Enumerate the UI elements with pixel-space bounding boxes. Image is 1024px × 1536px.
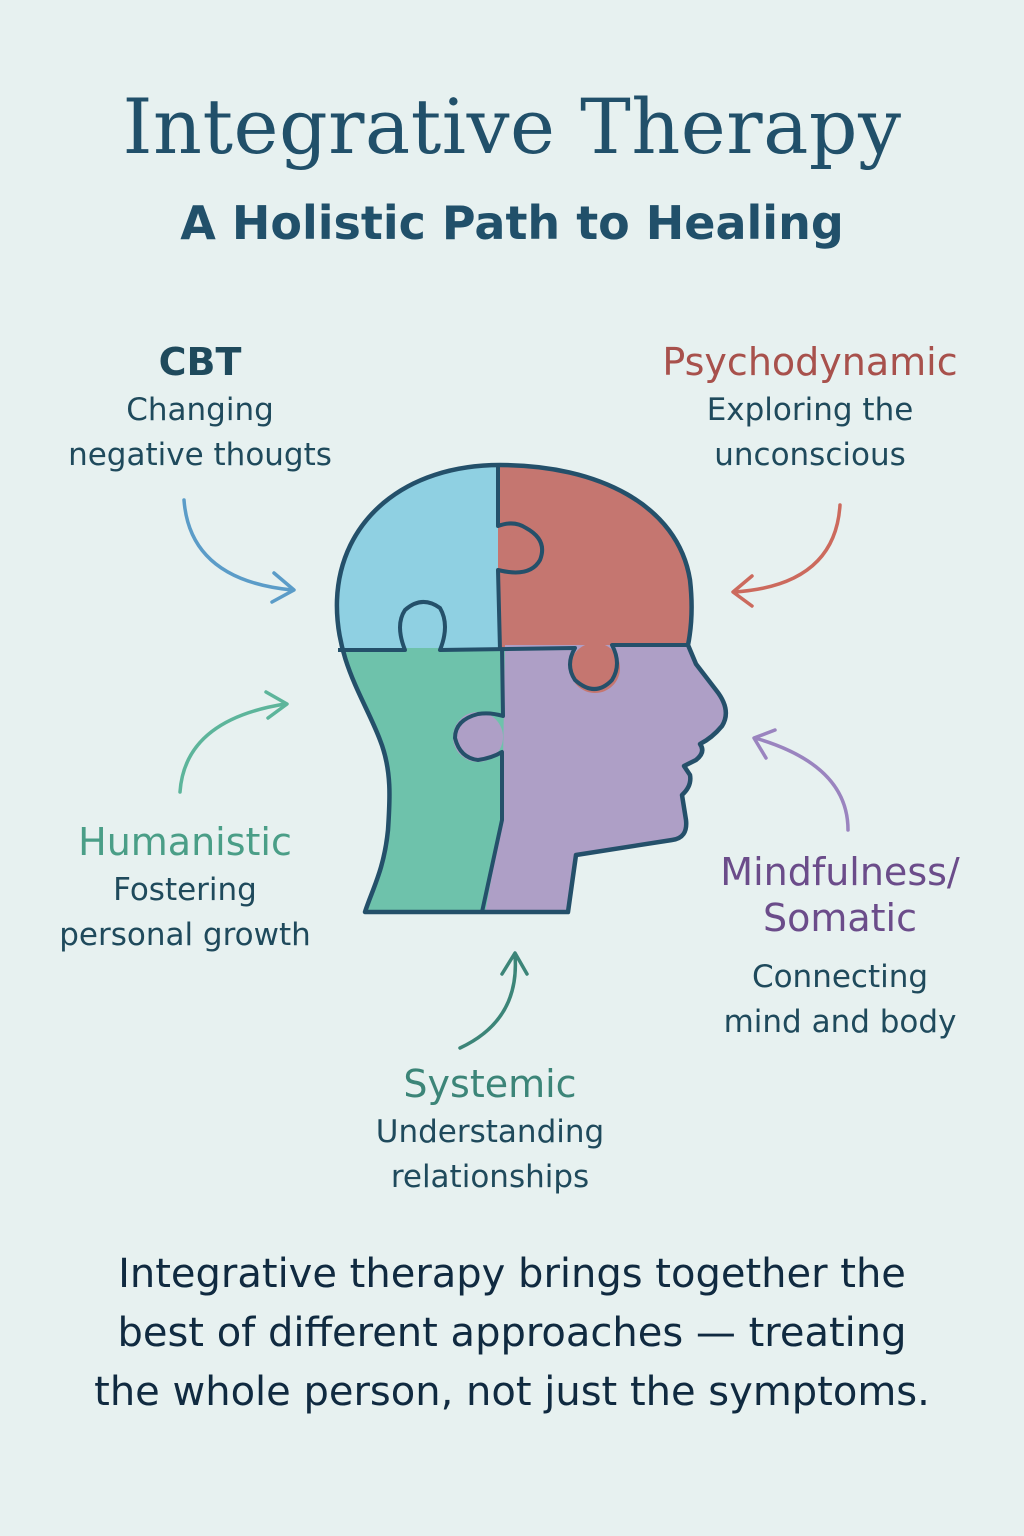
psychodynamic-arrow bbox=[733, 503, 842, 594]
cbt-arrowhead bbox=[270, 571, 296, 604]
humanistic-arrowhead bbox=[264, 690, 289, 720]
page-title: Integrative Therapy bbox=[122, 82, 902, 171]
cbt-knob-down bbox=[398, 603, 442, 647]
mindful-knob bbox=[453, 712, 503, 762]
humanistic-desc-line-1: Fostering bbox=[113, 871, 257, 908]
cbt-description: Changing negative thougts bbox=[40, 388, 360, 478]
mindfulness-desc-line-1: Connecting bbox=[751, 959, 929, 996]
page-subtitle: A Holistic Path to Healing bbox=[180, 196, 844, 250]
psycho-knob bbox=[570, 643, 620, 693]
systemic-arrowhead bbox=[500, 951, 529, 976]
humanistic-description: Fostering personal growth bbox=[30, 868, 340, 958]
humanistic-desc-line-2: personal growth bbox=[59, 916, 311, 953]
cbt-name: CBT bbox=[158, 340, 242, 384]
systemic-arrow bbox=[458, 953, 518, 1050]
humanistic-label-block: Humanistic Fostering personal growth bbox=[30, 820, 340, 957]
humanistic-name: Humanistic bbox=[78, 820, 292, 864]
mindfulness-arrowhead bbox=[752, 728, 777, 760]
psychodynamic-description: Exploring the unconscious bbox=[640, 388, 980, 478]
mindfulness-label-block: Mindfulness/ Somatic Connecting mind and… bbox=[680, 850, 1000, 1045]
footer-line-2: best of different approaches — treating bbox=[117, 1310, 907, 1357]
humanistic-arrow bbox=[178, 702, 287, 794]
systemic-label-block: Systemic Understanding relationships bbox=[340, 1062, 640, 1199]
systemic-description: Understanding relationships bbox=[340, 1110, 640, 1200]
cbt-label-block: CBT Changing negative thougts bbox=[40, 340, 360, 477]
systemic-desc-line-2: relationships bbox=[390, 1158, 590, 1195]
psychodynamic-arrowhead bbox=[731, 574, 754, 608]
systemic-desc-line-1: Understanding bbox=[375, 1113, 605, 1150]
footer-line-3: the whole person, not just the symptoms. bbox=[94, 1369, 930, 1416]
cbt-desc-line-2: negative thougts bbox=[68, 436, 332, 473]
cbt-desc-line-1: Changing bbox=[126, 391, 274, 428]
humanistic-puzzle-piece bbox=[336, 648, 510, 912]
psychodynamic-desc-line-1: Exploring the bbox=[706, 391, 914, 428]
psychodynamic-label-block: Psychodynamic Exploring the unconscious bbox=[640, 340, 980, 477]
mindfulness-desc-line-2: mind and body bbox=[723, 1004, 957, 1041]
systemic-name: Systemic bbox=[403, 1062, 577, 1106]
head-outline bbox=[334, 462, 729, 915]
psychodynamic-name: Psychodynamic bbox=[662, 340, 958, 384]
footer-line-1: Integrative therapy brings together the bbox=[118, 1251, 906, 1297]
mindfulness-arrow bbox=[753, 736, 850, 832]
mindfulness-description: Connecting mind and body bbox=[680, 955, 1000, 1045]
mindfulness-name: Mindfulness/ bbox=[720, 850, 960, 894]
footer-summary: Integrative therapy brings together the … bbox=[80, 1245, 944, 1423]
cbt-arrow bbox=[182, 498, 294, 592]
somatic-name: Somatic bbox=[762, 895, 918, 940]
psychodynamic-desc-line-2: unconscious bbox=[714, 436, 906, 473]
